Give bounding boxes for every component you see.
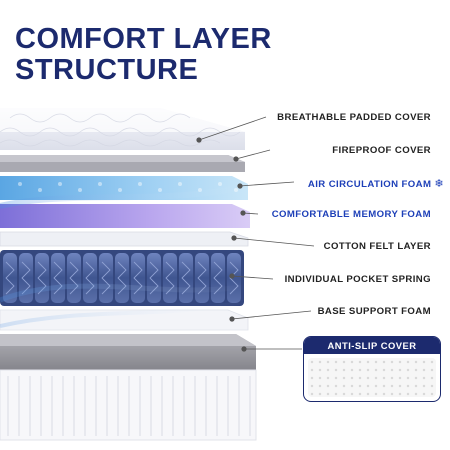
layer-cotton-felt [0, 231, 249, 247]
pocket-spring [163, 253, 177, 303]
pocket-spring [115, 253, 129, 303]
label-individual-pocket-spring: INDIVIDUAL POCKET SPRING [284, 274, 431, 285]
pocket-spring [35, 253, 49, 303]
spring-coil [5, 261, 15, 295]
layer-padded-cover [0, 108, 245, 150]
leader-lines [196, 116, 315, 352]
pocket-spring [3, 253, 17, 303]
anti-slip-cover-card: ANTI-SLIP COVER [303, 336, 441, 402]
layer-fireproof-cover [0, 155, 245, 172]
label-breathable-padded-cover: BREATHABLE PADDED COVER [277, 112, 431, 123]
air-circulation-foam-text: AIR CIRCULATION FOAM [307, 179, 432, 190]
pocket-spring [147, 253, 161, 303]
pocket-spring [131, 253, 145, 303]
layer-memory-foam [0, 204, 250, 228]
air-flow-swoosh [0, 185, 251, 328]
label-cotton-felt-layer: COTTON FELT LAYER [323, 241, 431, 252]
pocket-spring [67, 253, 81, 303]
title-line-1: COMFORT LAYER [15, 23, 272, 55]
pocket-spring [83, 253, 97, 303]
snowflake-icon: ❄ [434, 178, 444, 190]
pocket-spring [195, 253, 209, 303]
page-title: COMFORT LAYER STRUCTURE [15, 24, 272, 86]
label-air-circulation-foam: AIR CIRCULATION FOAM❄ [308, 177, 444, 190]
pocket-spring [99, 253, 113, 303]
pocket-spring [179, 253, 193, 303]
mattress-base [0, 334, 257, 441]
pocket-spring [211, 253, 225, 303]
label-base-support-foam: BASE SUPPORT FOAM [317, 306, 431, 317]
pocket-spring [227, 253, 241, 303]
anti-slip-texture [308, 358, 436, 397]
spring-coil [21, 261, 31, 295]
title-line-2: STRUCTURE [15, 54, 199, 86]
layer-pocket-springs [0, 250, 244, 306]
label-comfortable-memory-foam: COMFORTABLE MEMORY FOAM [271, 209, 431, 220]
pocket-spring [51, 253, 65, 303]
anti-slip-cover-label: ANTI-SLIP COVER [304, 337, 440, 354]
label-fireproof-cover: FIREPROOF COVER [332, 145, 431, 156]
